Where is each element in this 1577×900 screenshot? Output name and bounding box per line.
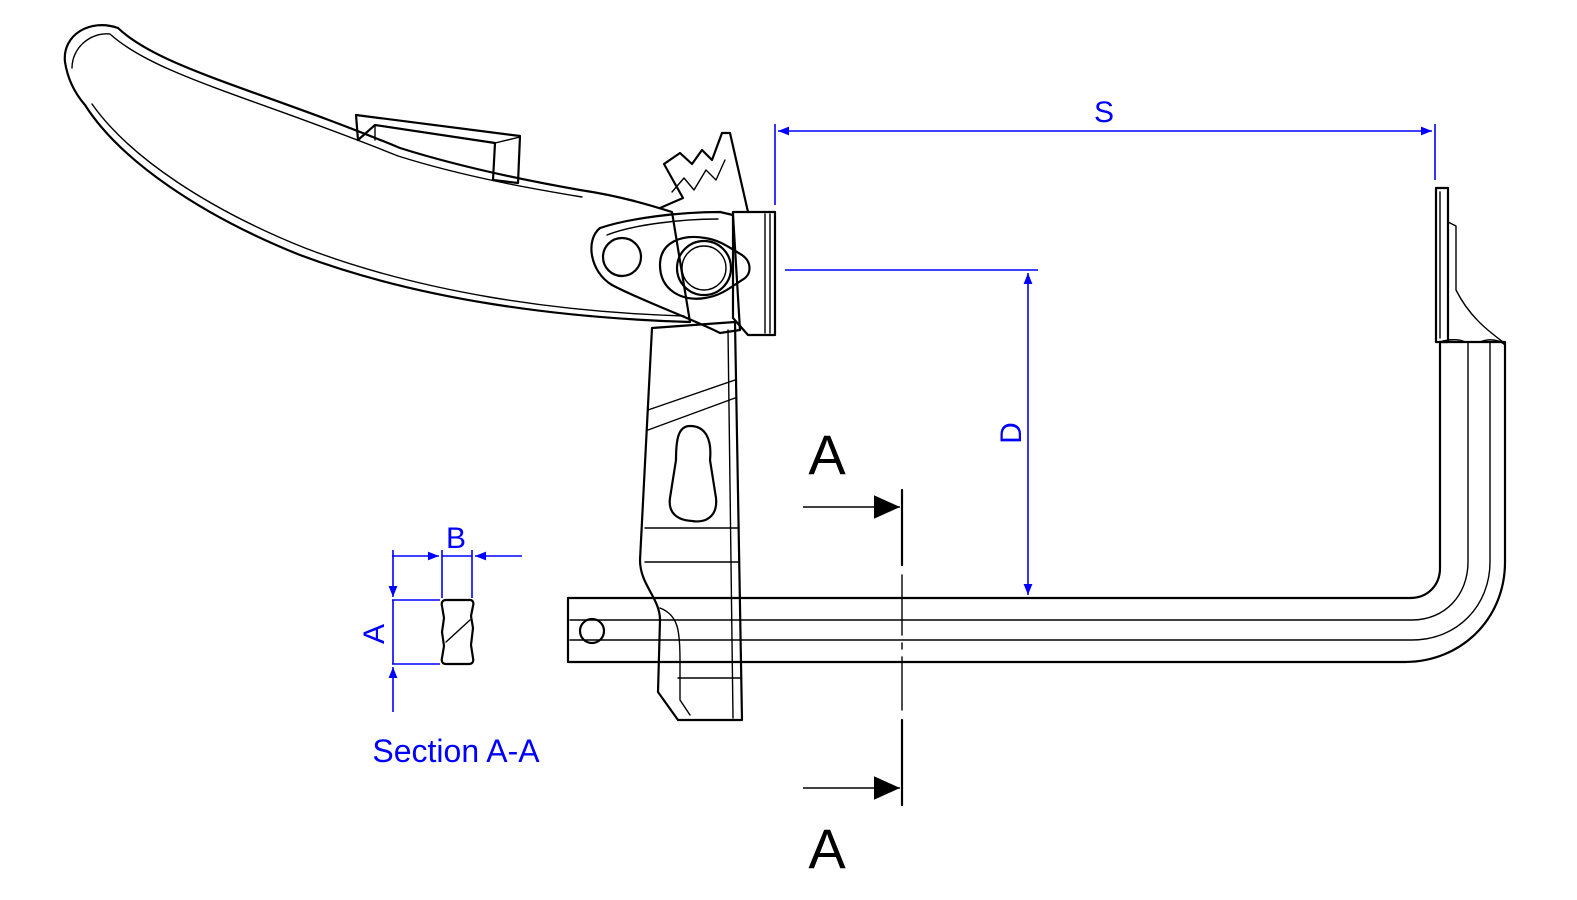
rail-bar	[566, 339, 1507, 664]
clamp-body	[63, 24, 1507, 722]
arm-slot	[668, 424, 718, 523]
section-caption: Section A-A	[372, 733, 540, 769]
section-mark-bottom: A	[808, 817, 846, 880]
sliding-arm	[638, 320, 744, 722]
dimension-a-label: A	[358, 624, 391, 644]
dimension-b-label: B	[446, 522, 466, 555]
section-cut-line: A A	[803, 423, 904, 880]
dimension-d-label: D	[995, 422, 1028, 444]
cam-pin	[675, 239, 733, 297]
dimension-d: D	[785, 269, 1038, 595]
ratchet-teeth	[658, 131, 750, 214]
handle-lever	[63, 24, 692, 324]
cam-slot	[658, 236, 751, 300]
pivot-hole	[601, 236, 643, 278]
section-mark-top: A	[808, 423, 846, 486]
bar-stop-pin	[578, 617, 606, 645]
section-detail: A B Section A-A	[358, 522, 540, 769]
dimension-s: S	[774, 96, 1436, 205]
thumb-rest	[354, 113, 522, 185]
pivot-link	[590, 210, 742, 335]
section-profile	[440, 598, 475, 666]
clamp-jaw	[731, 210, 777, 337]
dimension-s-label: S	[1094, 96, 1114, 129]
fixed-jaw	[1434, 186, 1504, 344]
